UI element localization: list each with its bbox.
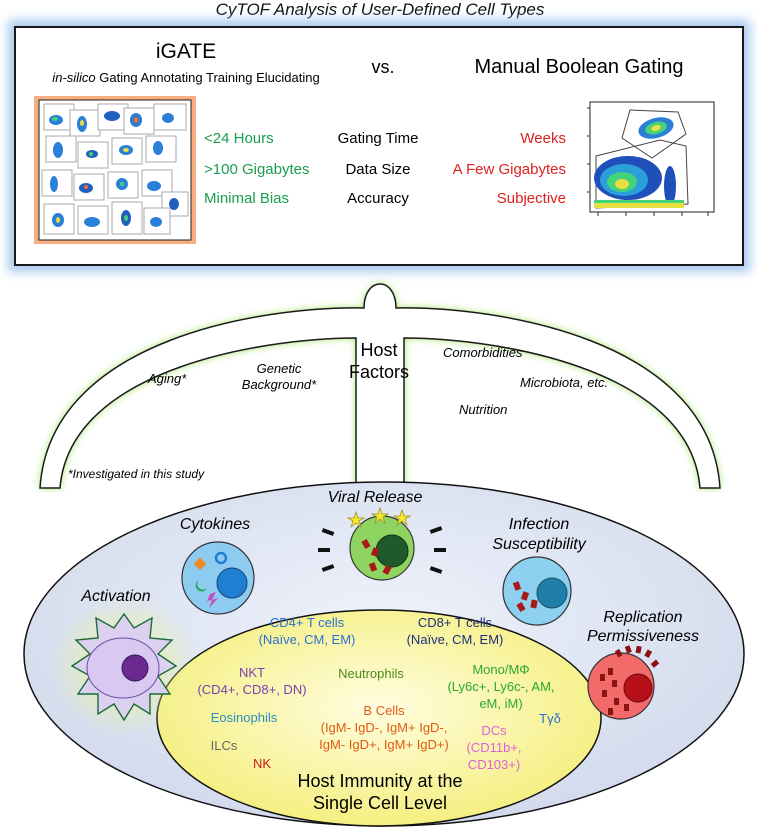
cd4-t-cells-subsets: (Naïve, CM, EM): [258, 632, 356, 647]
row-gating-time-metric: Gating Time: [337, 130, 419, 147]
igate-subtitle: in-silico Gating Annotating Training Elu…: [52, 70, 319, 85]
dendritic-cells: DCs: [481, 723, 507, 738]
gate-upper: [621, 109, 687, 159]
factor-comorbidities: Comorbidities: [443, 345, 523, 360]
mono-macrophages-subsets-2: eM, iM): [479, 696, 523, 711]
nk-cells: NK: [252, 756, 272, 771]
host-factors-arch: [39, 283, 721, 489]
eosinophils: Eosinophils: [210, 710, 278, 725]
mono-macrophages-subsets-1: (Ly6c+, Ly6c-, AM,: [447, 679, 555, 694]
t-gamma-delta: Tγδ: [539, 711, 561, 726]
factor-nutrition: Nutrition: [459, 402, 508, 417]
row-data-size-left: >100 Gigabytes: [204, 161, 310, 178]
nkt-cells-subsets: (CD4+, CD8+, DN): [197, 682, 307, 697]
igate-subtitle-italic: in-silico: [52, 70, 96, 85]
mono-macrophages: Mono/MΦ: [472, 662, 530, 677]
gating-plot-x-ticks: [597, 212, 709, 216]
label-cytokines: Cytokines: [179, 516, 251, 533]
factor-microbiota: Microbiota, etc.: [520, 375, 609, 390]
immunity-footer-line1: Host Immunity at the: [297, 771, 463, 791]
b-cells: B Cells: [363, 703, 405, 718]
activation-cell: [50, 596, 198, 736]
cd4-t-cells: CD4+ T cells: [269, 615, 345, 630]
igate-plot-montage: [34, 96, 196, 244]
neutrophils: Neutrophils: [338, 666, 404, 681]
cytokines-cell: [181, 541, 255, 615]
immunity-footer-line2: Single Cell Level: [312, 793, 448, 813]
dendritic-cells-subsets-1: (CD11b+,: [466, 740, 522, 755]
outcomes-diagram: [23, 481, 745, 827]
factor-genetic-line2: Background*: [241, 377, 317, 392]
ilcs: ILCs: [210, 738, 238, 753]
b-cells-subsets-1: (IgM- IgD-, IgM+ IgD-,: [320, 720, 448, 735]
label-infection-line2: Susceptibility: [492, 536, 586, 553]
manual-gating-title: Manual Boolean Gating: [474, 56, 684, 78]
label-replication-line1: Replication: [603, 609, 683, 626]
b-cells-subsets-2: IgM- IgD+, IgM+ IgD+): [319, 737, 449, 752]
host-factors-title-line1: Host: [360, 340, 398, 360]
row-gating-time-left: <24 Hours: [204, 130, 274, 147]
figure-title: CyTOF Analysis of User-Defined Cell Type…: [215, 0, 545, 19]
gating-plot-y-ticks: [587, 107, 590, 193]
gate-lower: [595, 139, 689, 209]
label-viral-release: Viral Release: [327, 489, 423, 506]
label-activation: Activation: [81, 588, 151, 605]
manual-gating-plot: [587, 101, 715, 216]
row-accuracy-right: Subjective: [496, 190, 566, 207]
footnote-investigated: *Investigated in this study: [68, 467, 205, 481]
host-factors-title-line2: Factors: [348, 362, 410, 382]
dendritic-cells-subsets-2: CD103+): [467, 757, 521, 772]
vs-label: vs.: [371, 57, 395, 77]
row-accuracy-metric: Accuracy: [347, 190, 409, 207]
nkt-cells: NKT: [239, 665, 265, 680]
factor-aging: Aging*: [148, 371, 187, 386]
cd8-t-cells-subsets: (Naïve, CM, EM): [406, 632, 504, 647]
cd8-t-cells: CD8+ T cells: [417, 615, 493, 630]
row-gating-time-right: Weeks: [520, 130, 566, 147]
factor-genetic-line1: Genetic: [256, 361, 302, 376]
label-replication-line2: Permissiveness: [586, 628, 700, 645]
row-data-size-metric: Data Size: [345, 161, 411, 178]
label-infection-line1: Infection: [508, 516, 570, 533]
viral-release-cell: [318, 506, 446, 581]
replication-permissiveness-cell: [587, 645, 660, 720]
montage-mini-plots: [41, 103, 189, 235]
row-accuracy-left: Minimal Bias: [204, 190, 290, 207]
infection-susceptibility-cell: [502, 556, 572, 626]
row-data-size-right: A Few Gigabytes: [452, 161, 566, 178]
igate-subtitle-rest: Gating Annotating Training Elucidating: [95, 70, 320, 85]
igate-title: iGATE: [155, 40, 217, 63]
